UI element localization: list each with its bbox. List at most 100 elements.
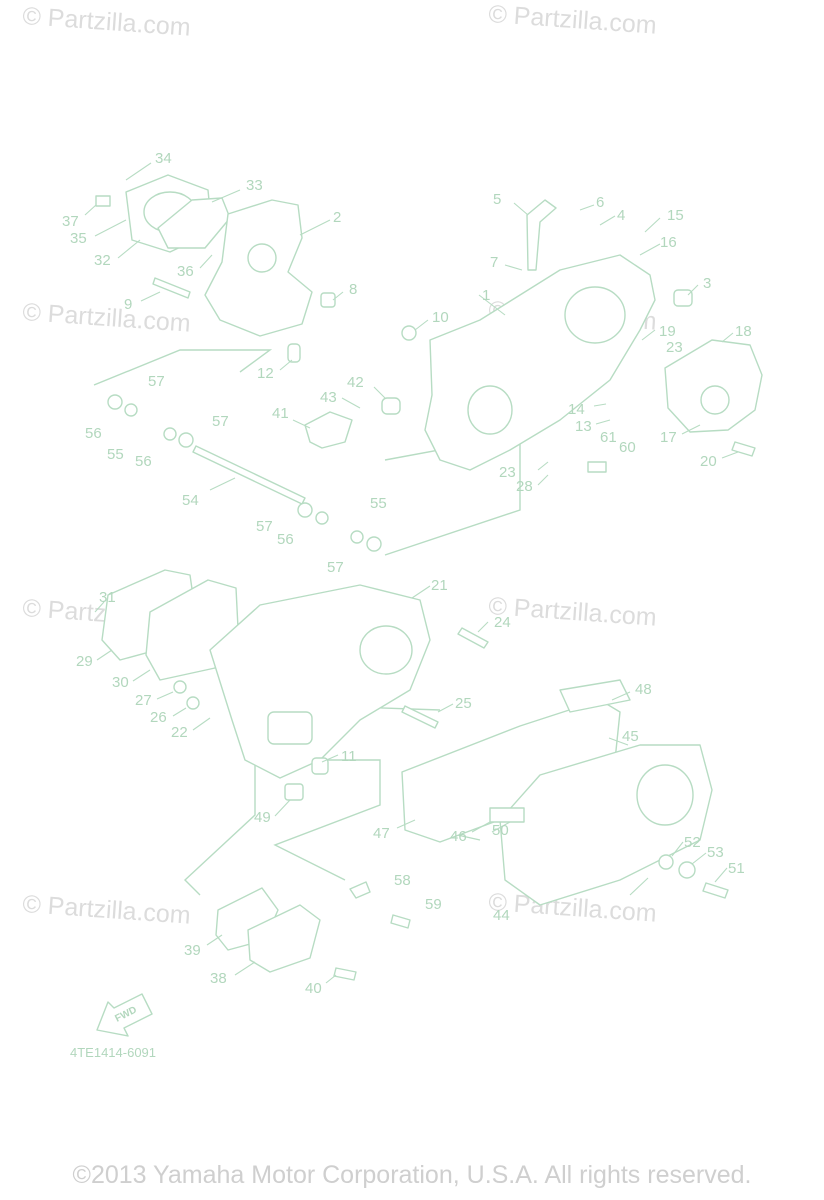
part-number: 34 [155,150,172,167]
leader-line [504,264,523,271]
part-number: 18 [735,323,752,340]
leader-line [414,319,429,331]
part-number: 25 [455,695,472,712]
part-number: 55 [370,495,387,512]
part-number: 30 [112,674,129,691]
bracket-group [215,881,411,981]
leader-line [192,717,211,731]
part-number: 3 [703,275,711,292]
washer [178,432,194,448]
part-number: 58 [394,872,411,889]
part-number: 43 [320,389,337,406]
leader-line [209,477,236,491]
part-number: 10 [432,309,449,326]
leader-line [491,821,511,833]
leader-line [478,294,506,316]
part-number: 56 [277,531,294,548]
leader-line [593,403,607,407]
part-number: 28 [516,478,533,495]
leader-line [325,974,337,984]
washer [315,511,329,525]
part-number: 57 [256,518,273,535]
part-number: 60 [619,439,636,456]
part-number: 45 [622,728,639,745]
part-number: 39 [184,942,201,959]
part-number: 13 [575,418,592,435]
leader-line [721,332,734,343]
leader-line [537,461,549,471]
leader-line [641,329,656,341]
leader-line [437,703,454,713]
leader-line [279,359,293,371]
watermark: © Partzilla.com [22,298,192,338]
seal-strip [559,679,631,713]
part-number: 5 [493,191,501,208]
cover-hub [700,385,730,415]
part-number: 42 [347,374,364,391]
leader-line [513,202,529,216]
leader-line [234,961,256,976]
leader-line [691,852,707,865]
part-number: 52 [684,834,701,851]
leader-line [611,691,631,701]
watermark: © Partzilla.com [488,592,658,632]
leader-line [206,934,223,946]
part-number: 48 [635,681,652,698]
part-number: 36 [177,263,194,280]
leader-line [156,691,174,700]
leader-line [687,284,699,296]
washer [124,403,138,417]
guide-line [273,759,381,881]
bolt [390,914,411,929]
part-number: 50 [492,822,509,839]
part-number: 15 [667,207,684,224]
part-number: 54 [182,492,199,509]
part-number: 7 [490,254,498,271]
bolt [333,967,357,981]
filter [284,783,304,801]
dowel [173,680,187,694]
dowel-pin [287,343,301,363]
washer [297,502,313,518]
part-number: 8 [349,281,357,298]
copyright-notice: ©2013 Yamaha Motor Corporation, U.S.A. A… [72,1161,752,1189]
part-number: 56 [135,453,152,470]
leader-line [172,707,187,717]
left-crankcase-group [95,174,336,363]
part-number: 49 [254,809,271,826]
part-number: 1 [482,287,490,304]
washer [658,854,674,870]
part-number: 57 [327,559,344,576]
leader-line [125,162,152,181]
hose-pipe [304,411,353,449]
washer [366,536,382,552]
leader-line [537,474,549,486]
part-number: 57 [212,413,229,430]
leader-line [211,189,241,203]
washer [678,861,696,879]
leader-line [411,585,431,599]
leader-line [471,821,491,833]
part-number: 9 [124,296,132,313]
part-number: 17 [660,429,677,446]
bolt [401,705,439,729]
leader-line [396,819,416,829]
leader-line [644,217,661,233]
part-number: 14 [568,401,585,418]
part-number: 12 [257,365,274,382]
washer [107,394,123,410]
leader-line [140,291,161,302]
part-number: 32 [94,252,111,269]
part-number: 2 [333,209,341,226]
leader-line [681,424,701,435]
leader-line [94,601,105,613]
cover-bore [359,625,413,675]
fwd-arrow-shape [96,993,153,1037]
part-number: 46 [450,828,467,845]
part-number: 20 [700,453,717,470]
transmission-cover-group [401,679,729,906]
part-number: 59 [425,896,442,913]
fwd-arrow-icon: FWD [96,993,153,1037]
leader-line [671,841,684,857]
